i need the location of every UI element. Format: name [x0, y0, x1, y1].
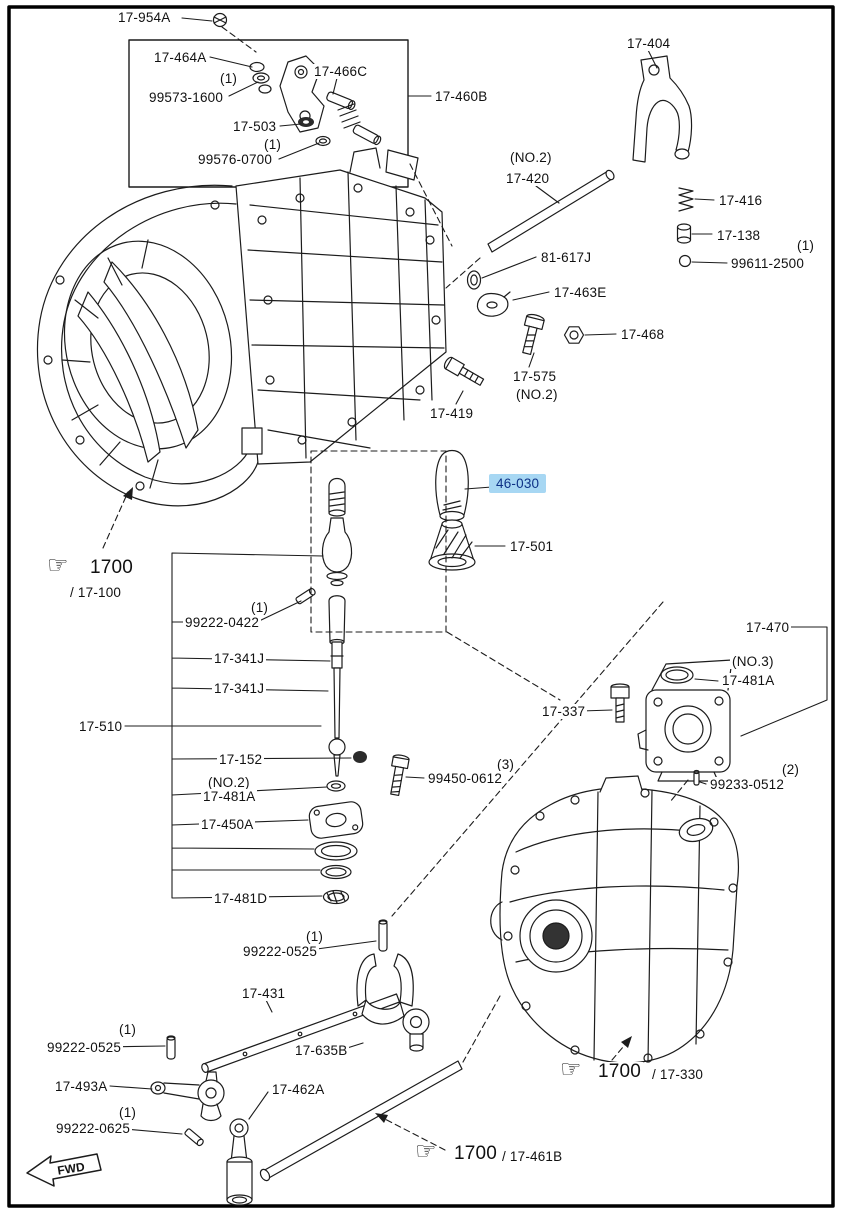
part-label-99573-1600[interactable]: 99573-1600	[147, 90, 226, 105]
part-label-17-470[interactable]: 17-470	[744, 620, 792, 635]
qty-label: (NO.2)	[514, 387, 560, 402]
part-label-17-466C[interactable]: 17-466C	[312, 64, 370, 79]
part-label-99611-2500[interactable]: 99611-2500	[729, 256, 807, 271]
part-label-99222-0625[interactable]: 99222-0625	[54, 1121, 133, 1136]
part-label-17-138[interactable]: 17-138	[715, 228, 763, 243]
part-label-99576-0700[interactable]: 99576-0700	[196, 152, 275, 167]
bolt-17-419-drawing	[443, 356, 485, 386]
shift-fork-17-404-drawing	[632, 55, 693, 163]
part-label-17-462A[interactable]: 17-462A	[270, 1082, 327, 1097]
ref-label-1700[interactable]: 1700	[88, 557, 136, 578]
ball-99611-2500-drawing	[678, 254, 692, 268]
selected-part-label-46-030[interactable]: 46-030	[489, 474, 547, 493]
pointing-hand-icon: ☞	[415, 1138, 437, 1165]
part-label-17-341J[interactable]: 17-341J	[212, 681, 267, 696]
qty-label: (2)	[780, 762, 802, 777]
qty-label: (1)	[218, 71, 240, 86]
part-label-17-420[interactable]: 17-420	[504, 171, 552, 186]
plate-17-463E-drawing	[476, 291, 511, 317]
page-border	[7, 5, 835, 1208]
pointing-hand-icon: ☞	[47, 552, 69, 579]
part-label-17-635B[interactable]: 17-635B	[293, 1043, 350, 1058]
fwd-direction-arrow: FWD	[26, 1153, 102, 1187]
assembly-dashed-lines	[102, 26, 689, 1151]
shift-lever-stack-drawing	[295, 477, 367, 905]
boot-17-501-drawing	[428, 519, 476, 571]
part-label-17-419[interactable]: 17-419	[428, 406, 476, 421]
part-label-17-152[interactable]: 17-152	[217, 752, 265, 767]
qty-label: (1)	[262, 137, 284, 152]
pin-99233-0512-drawing	[693, 769, 700, 786]
part-label-99222-0525[interactable]: 99222-0525	[241, 944, 320, 959]
bolt-99450-0612-drawing	[390, 754, 410, 797]
main-transmission-case-drawing	[36, 147, 447, 507]
part-label-99222-0525[interactable]: 99222-0525	[45, 1040, 124, 1055]
part-label-17-510[interactable]: 17-510	[77, 719, 125, 734]
qty-label: (NO.2)	[206, 775, 252, 790]
shift-fork-17-635B-drawing	[356, 953, 430, 1052]
rear-transmission-case-drawing	[490, 775, 740, 1064]
part-label-81-617J[interactable]: 81-617J	[539, 250, 594, 265]
pointing-hand-icon: ☞	[560, 1056, 582, 1083]
ref-label-17-461B[interactable]: / 17-461B	[500, 1149, 565, 1164]
part-label-17-481A[interactable]: 17-481A	[720, 673, 777, 688]
qty-label: (1)	[795, 238, 817, 253]
part-label-17-431[interactable]: 17-431	[240, 986, 288, 1001]
qty-label: (NO.3)	[730, 654, 776, 669]
ref-label-17-100[interactable]: / 17-100	[68, 585, 124, 600]
part-label-17-468[interactable]: 17-468	[619, 327, 667, 342]
part-label-99233-0512[interactable]: 99233-0512	[708, 777, 787, 792]
dashed-line-arrowheads	[123, 487, 632, 1123]
part-label-99222-0422[interactable]: 99222-0422	[183, 615, 262, 630]
part-label-17-341J[interactable]: 17-341J	[212, 651, 267, 666]
part-label-17-575[interactable]: 17-575	[511, 369, 559, 384]
pin-99222-0525-top-drawing	[378, 919, 388, 952]
pin-99222-0625-drawing	[184, 1128, 204, 1147]
shift-rail-17-420-drawing	[487, 169, 615, 253]
part-label-17-463E[interactable]: 17-463E	[552, 285, 609, 300]
ring-17-481A-no3-drawing	[660, 666, 694, 684]
qty-label: (1)	[304, 929, 326, 944]
pin-99222-0525-left-drawing	[166, 1035, 176, 1060]
qty-label: (1)	[117, 1022, 139, 1037]
ref-label-1700[interactable]: 1700	[596, 1061, 644, 1082]
part-label-17-337[interactable]: 17-337	[540, 704, 588, 719]
ref-label-1700[interactable]: 1700	[452, 1143, 500, 1164]
washer-81-617J-drawing	[466, 270, 482, 290]
part-label-17-416[interactable]: 17-416	[717, 193, 765, 208]
fwd-label: FWD	[56, 1160, 86, 1178]
part-label-99450-0612[interactable]: 99450-0612	[426, 771, 505, 786]
qty-label: (1)	[117, 1105, 139, 1120]
part-label-17-481D[interactable]: 17-481D	[212, 891, 270, 906]
part-label-17-464A[interactable]: 17-464A	[152, 50, 209, 65]
detent-17-138-drawing	[676, 223, 692, 244]
part-label-17-954A[interactable]: 17-954A	[116, 10, 173, 25]
lever-17-462A-drawing	[226, 1118, 253, 1206]
part-label-17-493A[interactable]: 17-493A	[53, 1079, 110, 1094]
spring-17-416-drawing	[678, 187, 694, 212]
control-case-17-470-drawing	[637, 659, 733, 782]
ref-label-17-330[interactable]: / 17-330	[650, 1067, 706, 1082]
nut-17-468-drawing	[563, 326, 585, 344]
shift-knob-46-030-drawing	[435, 449, 469, 522]
part-label-17-481A[interactable]: 17-481A	[201, 789, 258, 804]
qty-label: (NO.2)	[508, 150, 554, 165]
qty-label: (1)	[249, 600, 271, 615]
qty-label: (3)	[495, 757, 517, 772]
bolt-17-337-drawing	[610, 683, 630, 723]
shift-rod-17-461B-drawing	[259, 1060, 463, 1182]
lever-17-493A-drawing	[150, 1071, 225, 1122]
bolt-17-575-drawing	[522, 313, 545, 356]
part-label-17-501[interactable]: 17-501	[508, 539, 556, 554]
part-label-17-404[interactable]: 17-404	[625, 36, 673, 51]
part-label-17-450A[interactable]: 17-450A	[199, 817, 256, 832]
part-label-17-460B[interactable]: 17-460B	[433, 89, 490, 104]
part-label-17-503[interactable]: 17-503	[231, 119, 279, 134]
